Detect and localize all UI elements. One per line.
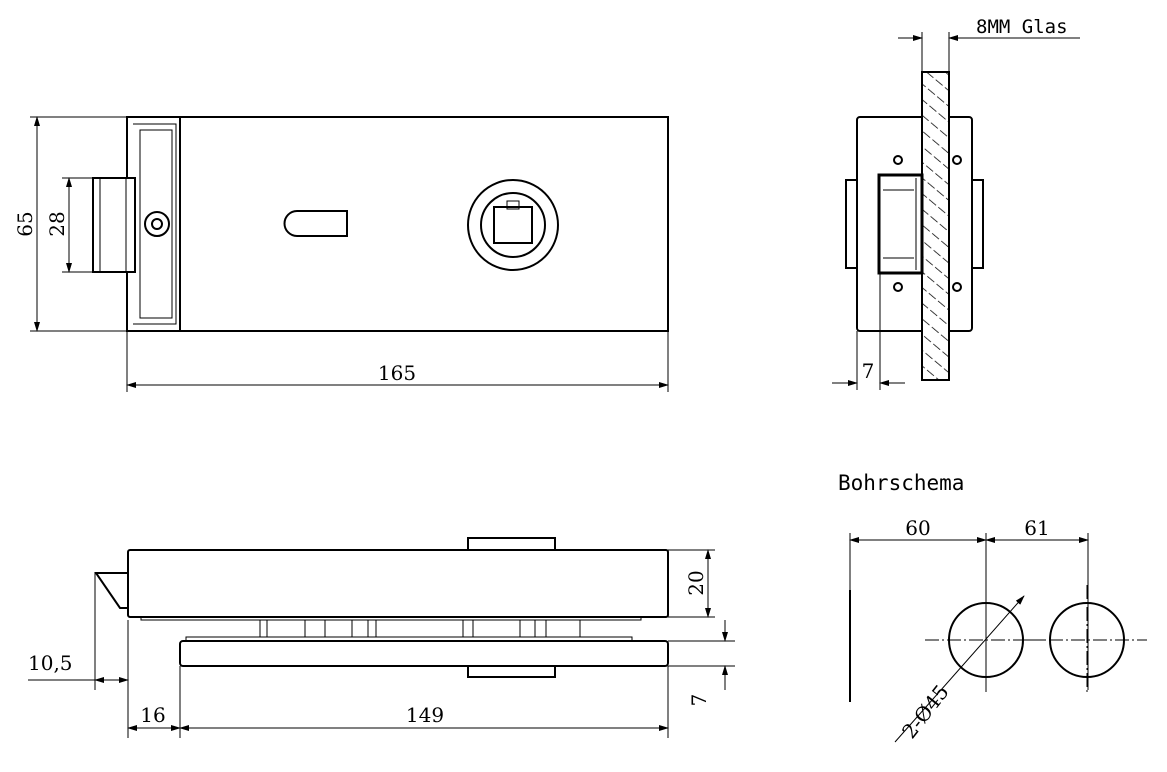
label-149: 149 bbox=[406, 703, 444, 727]
keyhole-icon bbox=[283, 210, 348, 237]
label-165: 165 bbox=[378, 361, 416, 385]
drill-extension-lines bbox=[849, 533, 1089, 690]
screw-icon bbox=[893, 155, 903, 165]
label-65: 65 bbox=[13, 211, 37, 236]
lower-body bbox=[179, 640, 669, 667]
side-latch bbox=[877, 173, 924, 275]
centerlines bbox=[925, 585, 1147, 695]
label-28: 28 bbox=[45, 211, 69, 236]
screw-icon bbox=[893, 282, 903, 292]
screw-icon bbox=[952, 282, 962, 292]
side-tab-right bbox=[971, 179, 984, 269]
latch-bolt bbox=[92, 177, 136, 273]
cylinder-inner bbox=[480, 192, 546, 258]
drilling-scheme: Bohrschema 60 61 2-Ø45 bbox=[838, 471, 1147, 743]
front-view: 65 28 165 bbox=[13, 116, 669, 392]
label-60: 60 bbox=[905, 516, 930, 540]
upper-body bbox=[127, 549, 669, 618]
spindle-tab bbox=[506, 200, 520, 210]
upper-plate bbox=[140, 616, 642, 621]
label-glass: 8MM Glas bbox=[976, 16, 1068, 38]
bottom-tab bbox=[467, 665, 556, 678]
hole-leader bbox=[894, 595, 1025, 743]
screw-icon bbox=[952, 155, 962, 165]
label-16: 16 bbox=[140, 703, 165, 727]
square-spindle bbox=[493, 206, 533, 244]
screw-icon bbox=[144, 211, 170, 237]
posts bbox=[259, 620, 581, 637]
top-tab bbox=[467, 537, 556, 551]
latch-profile bbox=[94, 572, 128, 609]
label-7: 7 bbox=[862, 359, 875, 383]
cylinder-outer bbox=[467, 179, 559, 271]
drilling-title: Bohrschema bbox=[838, 471, 964, 495]
side-tab-left bbox=[845, 179, 858, 269]
latch-bolt-lines bbox=[99, 178, 127, 272]
glass-hatch bbox=[923, 73, 948, 379]
lock-body-outline bbox=[126, 116, 669, 332]
extension-lines bbox=[30, 116, 669, 392]
side-body bbox=[856, 116, 973, 332]
label-7-bottom: 7 bbox=[687, 694, 711, 707]
label-20: 20 bbox=[684, 570, 708, 595]
bottom-view: 20 7 10,5 16 149 bbox=[28, 537, 735, 738]
label-10-5: 10,5 bbox=[28, 651, 73, 675]
side-latch-lines bbox=[883, 178, 917, 270]
label-hole-diameter: 2-Ø45 bbox=[897, 680, 954, 743]
bracket-inner bbox=[133, 123, 177, 325]
bracket-inner-2 bbox=[139, 129, 173, 319]
side-extension-lines bbox=[856, 32, 950, 390]
label-61: 61 bbox=[1024, 516, 1049, 540]
side-view: 8MM Glas 7 bbox=[832, 16, 1080, 390]
screw-center bbox=[151, 218, 163, 230]
